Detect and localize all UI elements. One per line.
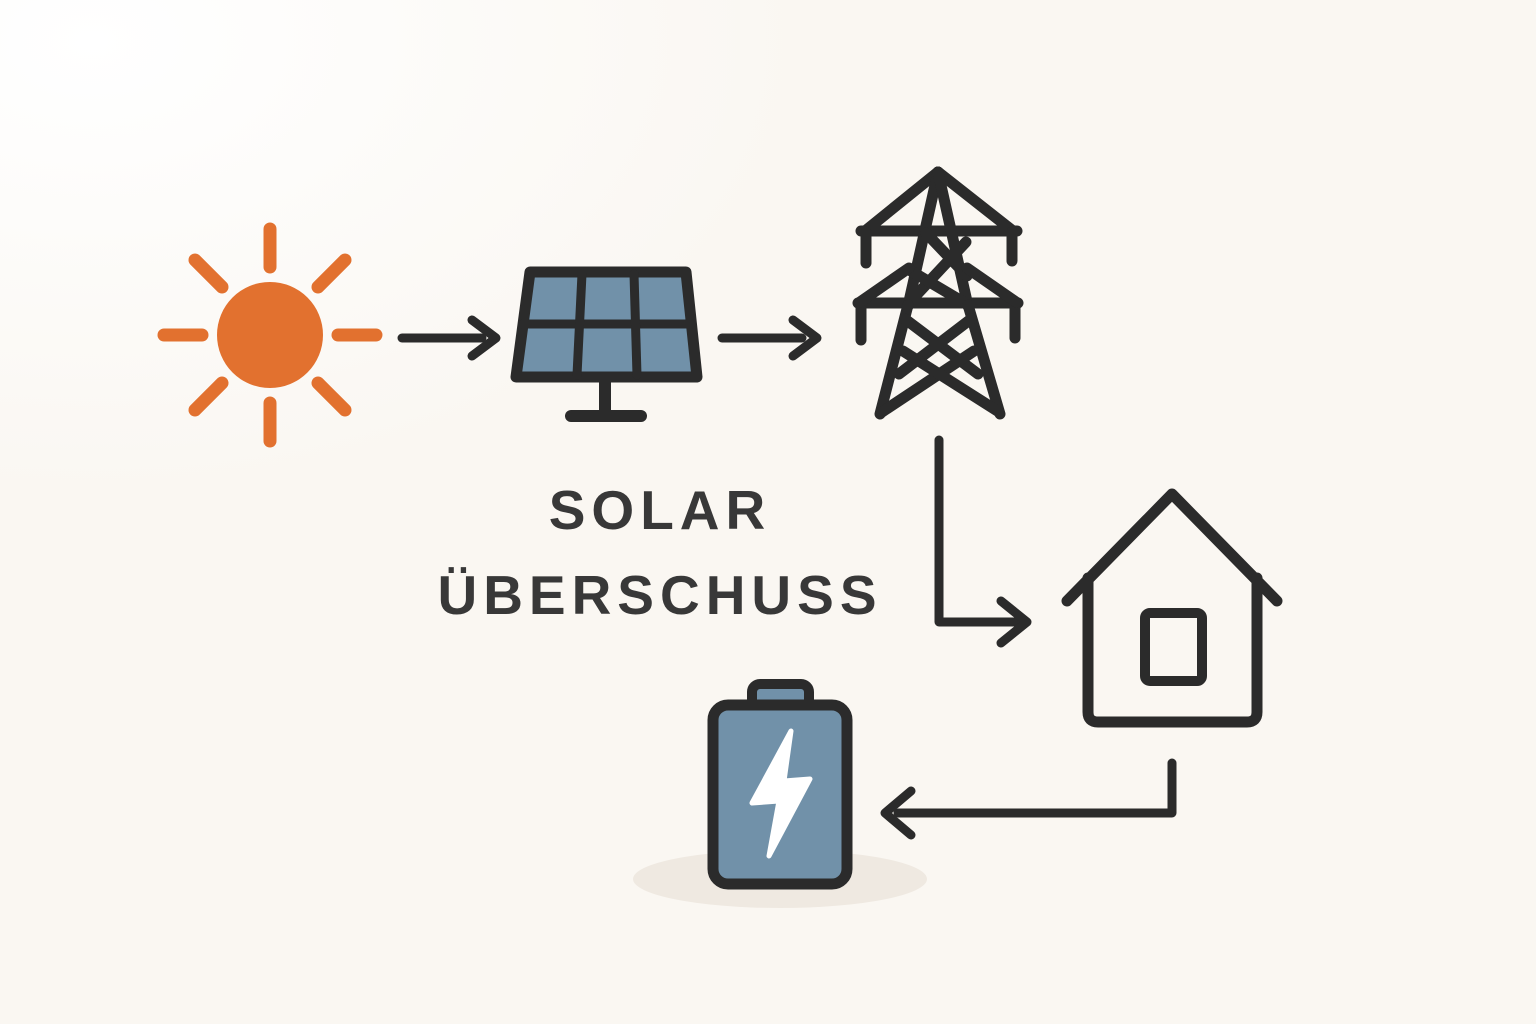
arrowhead-icon [880, 786, 916, 840]
sun-rays [157, 222, 383, 448]
house-icon [1061, 488, 1283, 728]
house-window [1140, 608, 1207, 686]
transmission-tower-icon [852, 166, 1024, 420]
title-line-1: SOLAR [548, 479, 772, 541]
title-line-2: ÜBERSCHUSS [437, 564, 883, 626]
arrow-house-to-battery [880, 758, 1177, 840]
arrowhead-icon [788, 315, 822, 361]
arrow-tower-to-house [934, 435, 1032, 648]
panel-grid [518, 269, 696, 380]
house-walls [1082, 572, 1263, 728]
sun-core [217, 282, 323, 388]
arrowhead-icon [996, 596, 1032, 648]
battery-icon [707, 679, 853, 890]
solar-panel-icon [510, 266, 703, 422]
diagram-title: SOLAR ÜBERSCHUSS [360, 468, 960, 638]
house-roof [1061, 488, 1283, 607]
arrow-panel-to-tower [717, 315, 822, 361]
sun-icon [157, 222, 383, 448]
arrow-sun-to-panel [397, 315, 501, 361]
lightning-bolt-icon [749, 728, 813, 859]
arrowhead-icon [467, 315, 501, 361]
